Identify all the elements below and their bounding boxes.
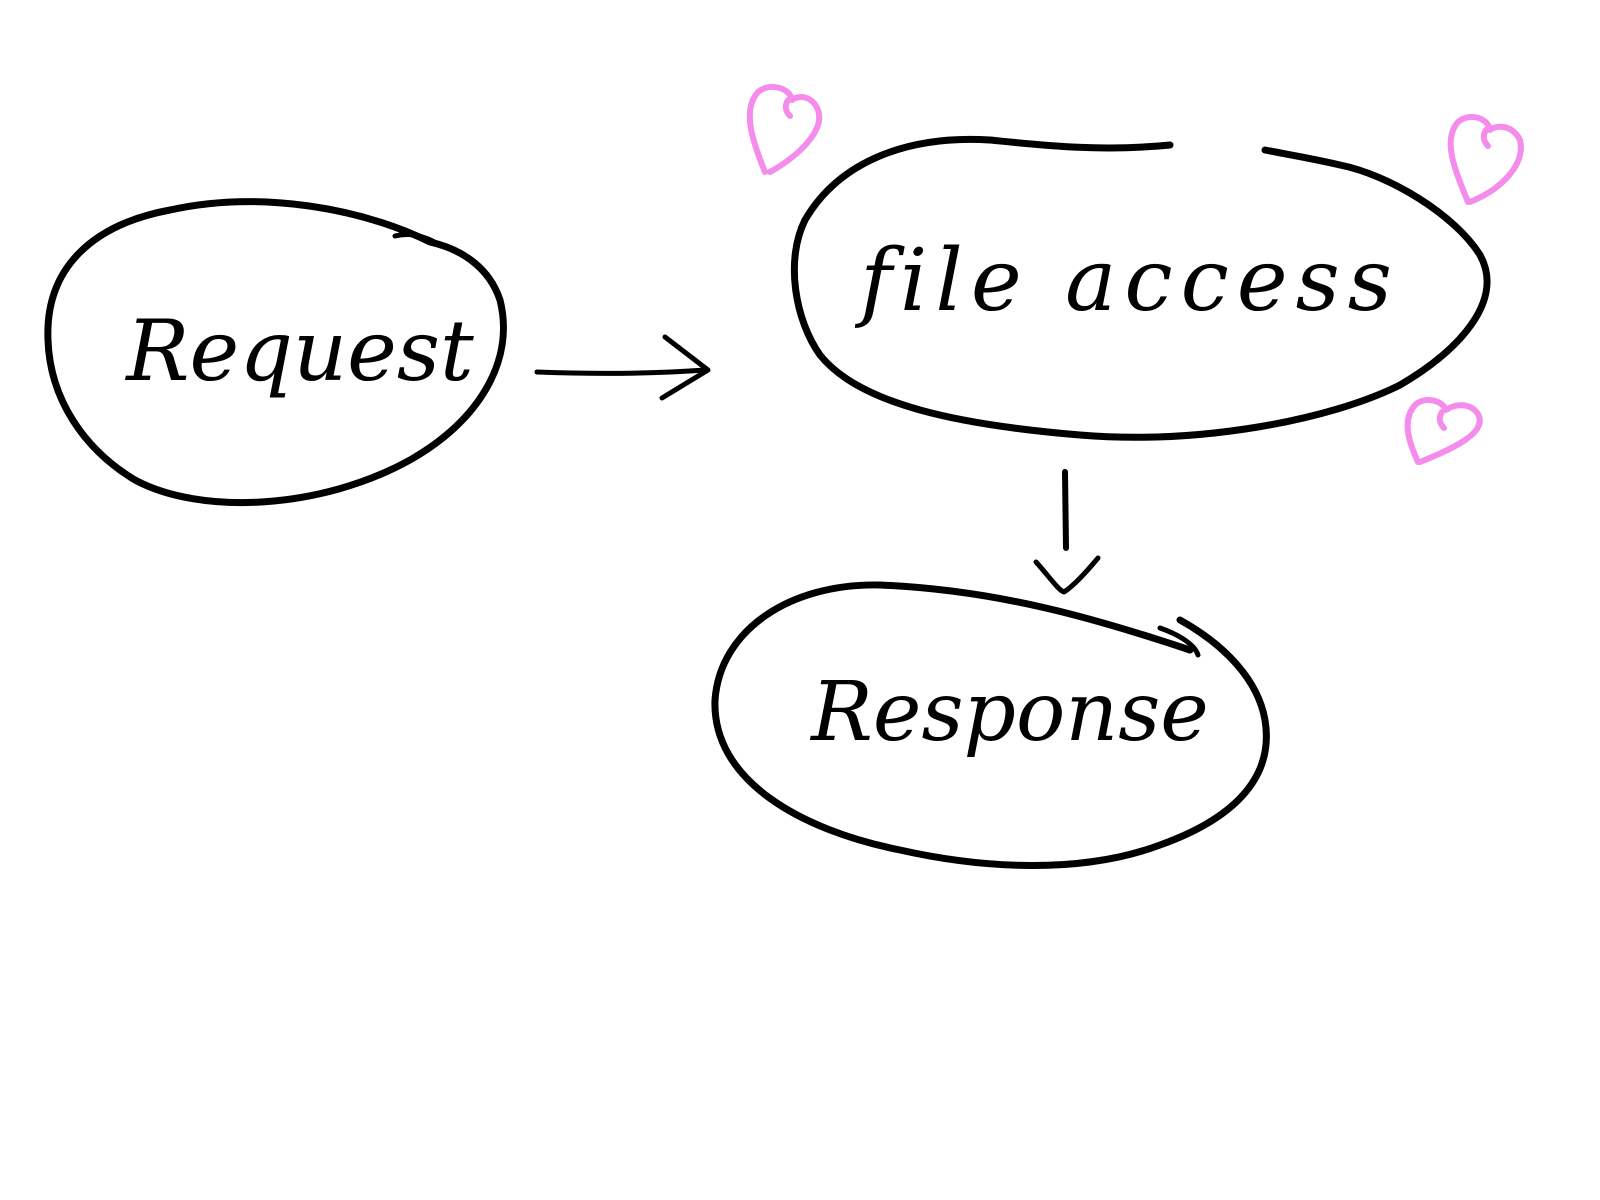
arrow-shaft: [534, 367, 708, 376]
edge-file-access-to-response: [1033, 469, 1101, 595]
arrow-head-icon: [1033, 555, 1101, 595]
edge-request-to-file-access: [534, 334, 711, 401]
request-ellipse-outline: [44, 198, 507, 507]
request-ellipse-overlap: [392, 231, 443, 248]
response-label: Response: [809, 665, 1209, 760]
heart-icon: [1447, 113, 1524, 205]
node-request: Request: [44, 198, 507, 507]
node-response: Response: [711, 581, 1270, 869]
file-access-ellipse-outline: [790, 135, 1491, 441]
heart-icon: [746, 83, 823, 175]
arrow-head-icon: [659, 334, 711, 401]
response-ellipse-outline: [711, 581, 1270, 869]
node-file-access: file access: [790, 135, 1491, 441]
arrow-shaft: [1062, 469, 1069, 551]
response-ellipse-overlap: [1157, 625, 1201, 658]
heart-icon: [1404, 397, 1483, 465]
request-label: Request: [124, 302, 474, 400]
file-access-label: file access: [854, 231, 1400, 331]
